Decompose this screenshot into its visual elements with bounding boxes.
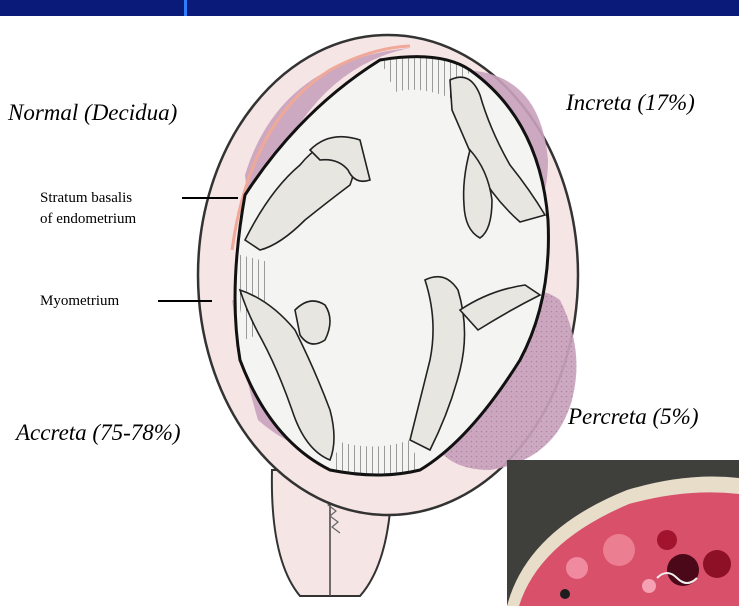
pathology-specimen-photo — [507, 460, 739, 606]
label-percreta: Percreta (5%) — [568, 404, 699, 430]
label-myometrium: Myometrium — [40, 291, 119, 312]
label-accreta: Accreta (75-78%) — [16, 420, 181, 446]
label-stratum-line2: of endometrium — [40, 209, 136, 230]
pathology-photo-inset — [507, 460, 739, 606]
label-stratum-line1: Stratum basalis — [40, 188, 136, 209]
label-increta: Increta (17%) — [566, 90, 695, 116]
label-stratum-basalis: Stratum basalis of endometrium — [40, 188, 136, 230]
label-normal-decidua: Normal (Decidua) — [8, 100, 177, 126]
